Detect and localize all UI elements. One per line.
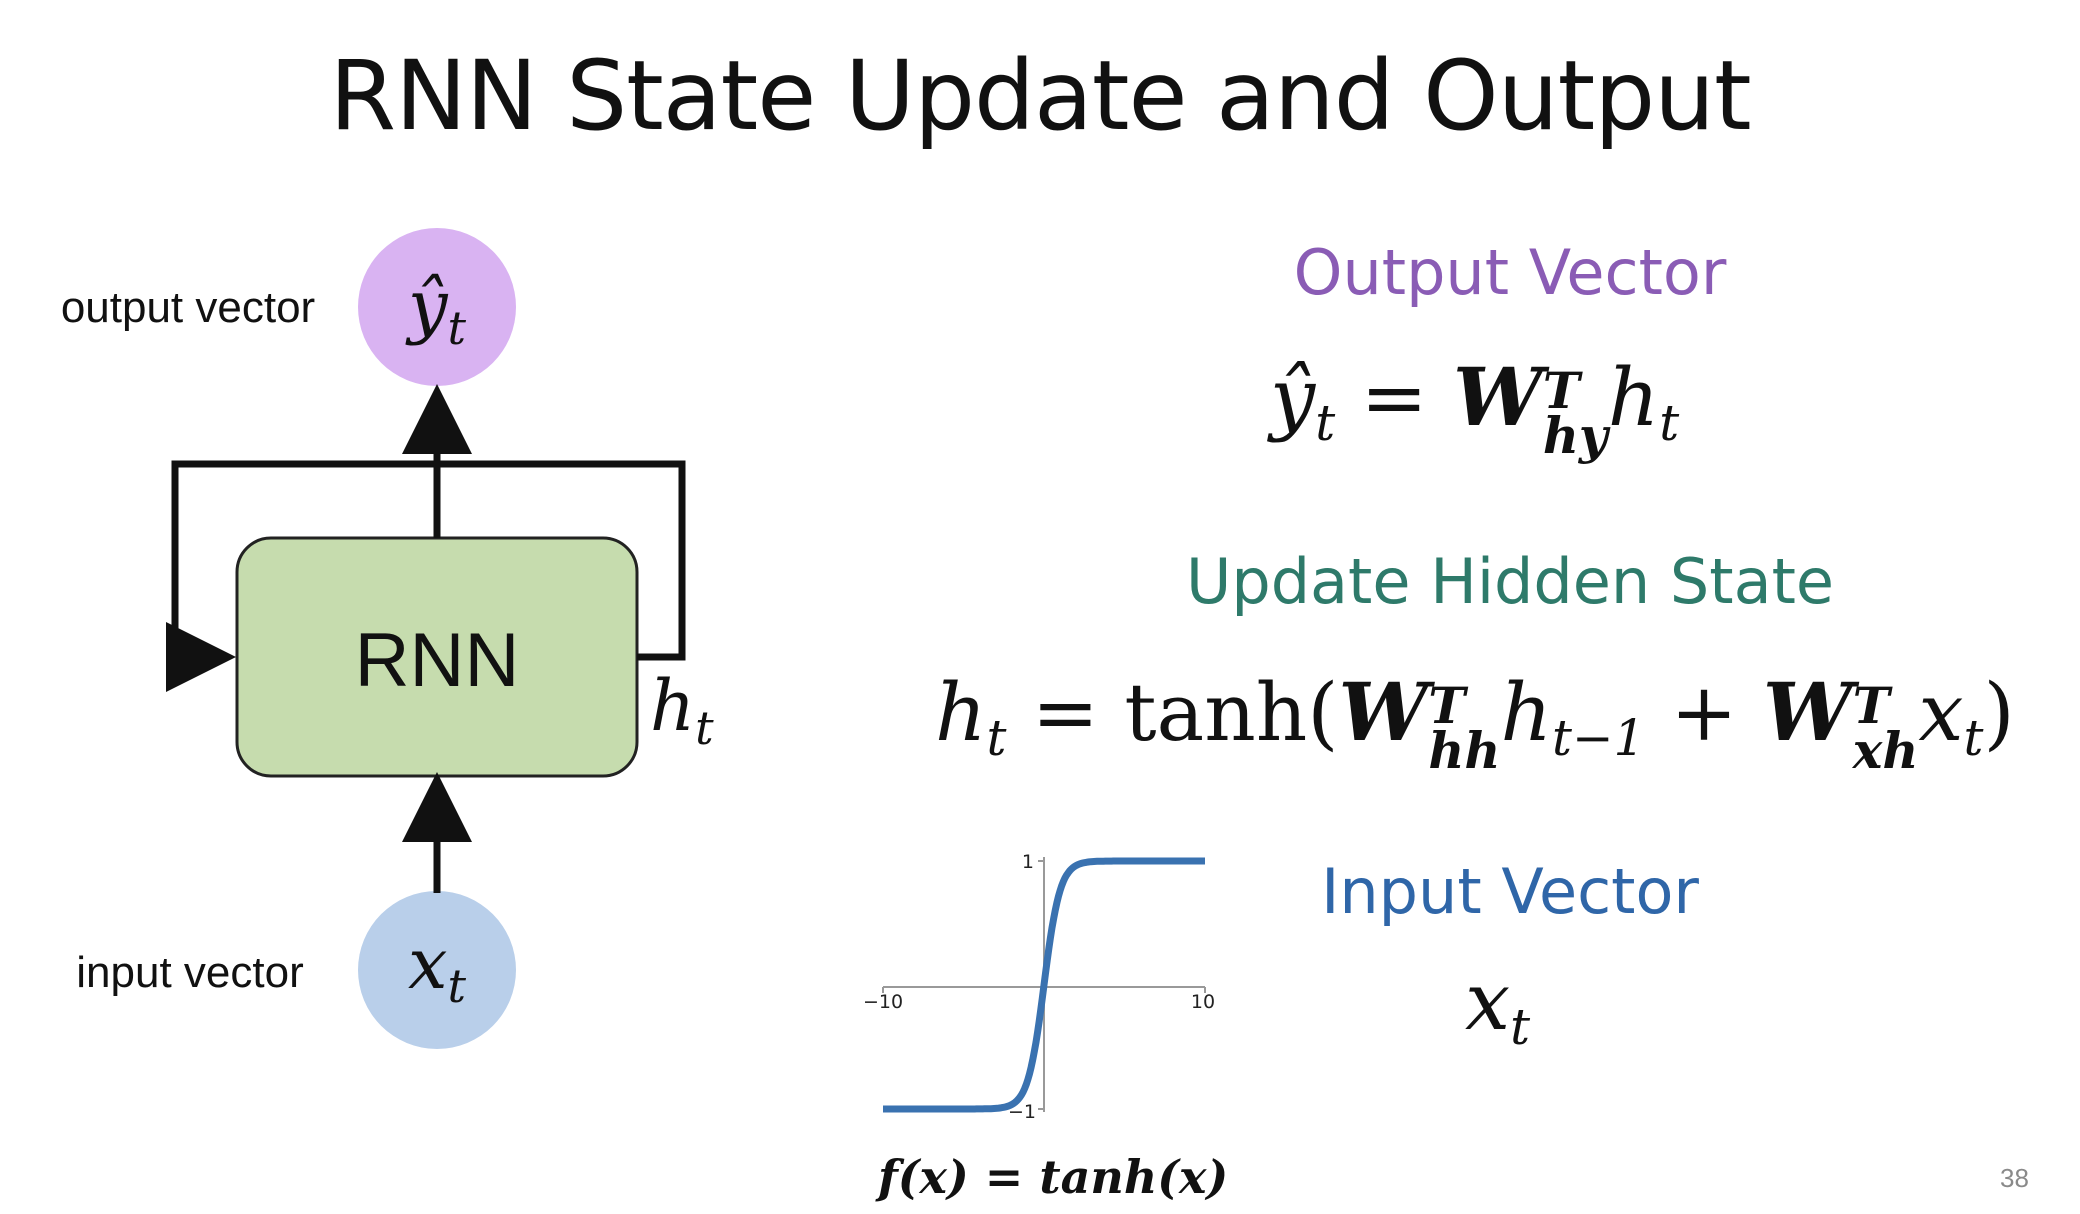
output-vector-heading: Output Vector: [1293, 236, 1727, 309]
input-equation: xt: [1465, 955, 1531, 1056]
rnn-label: RNN: [355, 618, 520, 703]
tanh-caption: f(x) = tanh(x): [878, 1150, 1229, 1204]
input-node-label: xt: [408, 923, 466, 1013]
page-number: 38: [2000, 1163, 2029, 1193]
update-hidden-state-heading: Update Hidden State: [1185, 545, 1835, 618]
x-tick-label-max: 10: [1191, 991, 1215, 1013]
slide-title: RNN State Update and Output: [329, 40, 1751, 152]
input-node: [358, 891, 516, 1049]
input-vector-label: input vector: [76, 948, 303, 997]
recurrent-loop: [166, 460, 686, 692]
y-tick-label-min: −1: [1008, 1101, 1036, 1123]
y-tick-label-max: 1: [1022, 851, 1034, 873]
tanh-curve: [883, 857, 1205, 1113]
input-vector-heading: Input Vector: [1321, 855, 1699, 928]
x-tick-label-min: −10: [863, 991, 903, 1013]
output-node: [358, 228, 516, 386]
output-vector-label: output vector: [61, 283, 315, 332]
